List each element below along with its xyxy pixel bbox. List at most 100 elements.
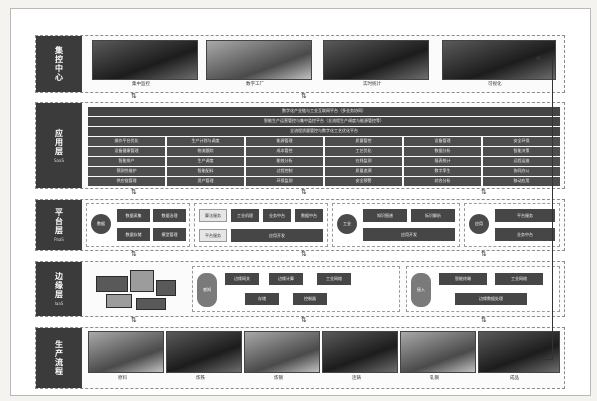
up-arrow-icon: ⇅ xyxy=(301,250,307,258)
app-cell: 智能配料 xyxy=(167,167,244,176)
edge-pill: 感知 xyxy=(197,273,217,307)
center-tile-image xyxy=(442,40,556,80)
platform-box: 数据存储 xyxy=(117,228,150,241)
center-tier: 集控中心 集中监控 数字工厂 实时统计 可视化 xyxy=(35,35,565,93)
app-cell: 安全预警 xyxy=(325,177,402,186)
production-image xyxy=(244,331,320,373)
platform-box: 数据中台 xyxy=(295,209,323,222)
app-cell: 报表统计 xyxy=(404,157,481,166)
edge-group: 感知 边缘网关 边缘计算 工业网络 存储 控制器 xyxy=(192,266,400,312)
platform-box: 模型管理 xyxy=(153,228,186,241)
platform-box: 算法服务 xyxy=(199,209,227,222)
production-image xyxy=(88,331,164,373)
feedback-line xyxy=(552,59,553,359)
platform-box: 平台服务 xyxy=(495,209,555,222)
production-tier-title: 生产流程 xyxy=(54,340,64,376)
production-tier-label: 生产流程 xyxy=(36,328,82,388)
server-rack-icon xyxy=(96,276,128,292)
platform-box: 业务中台 xyxy=(495,228,555,241)
app-cell: 物流跟踪 xyxy=(167,147,244,156)
production-caption: 炼铁 xyxy=(196,376,205,381)
center-tile-caption: 集中监控 xyxy=(132,82,150,87)
app-bar: 智能生产运营管控与集中监控平台（全流程生产调度与能源管控等） xyxy=(88,117,560,126)
production-caption: 连铸 xyxy=(352,376,361,381)
platform-box: 平台服务 xyxy=(199,229,227,242)
app-bar: 数字化产业链与工业互联网平台（多业务协同） xyxy=(88,107,560,116)
app-cell: 协同办公 xyxy=(483,167,560,176)
app-cell: 远程运维 xyxy=(483,157,560,166)
platform-tier-title: 平台层 xyxy=(54,208,64,235)
up-arrow-icon: ⇅ xyxy=(301,188,307,196)
app-cell: 能源管理 xyxy=(246,137,323,146)
router-icon xyxy=(136,298,166,310)
app-tier-subtitle: SaaS xyxy=(54,157,64,163)
app-cell: 预测性维护 xyxy=(88,167,165,176)
platform-group: 工业 知识图谱 标识解析 应用开发 xyxy=(332,203,460,247)
up-arrow-icon: ⇅ xyxy=(481,188,487,196)
edge-pill: 接入 xyxy=(411,273,431,307)
edge-box: 工业网络 xyxy=(495,273,543,285)
center-tier-label: 集控中心 xyxy=(36,36,82,92)
up-arrow-icon: ⇅ xyxy=(481,316,487,324)
gateway-icon xyxy=(156,280,176,296)
platform-tier: 平台层 PaaS 数据 数据采集 数据治理 数据存储 模型管理 算法服务 工业机… xyxy=(35,199,565,251)
feedback-line xyxy=(537,359,553,360)
platform-tier-subtitle: PaaS xyxy=(54,237,64,242)
app-cell: 综合分析 xyxy=(404,177,481,186)
center-tile-image xyxy=(206,40,312,80)
app-tier-label: 应用层 SaaS xyxy=(36,103,82,188)
up-arrow-icon: ⇅ xyxy=(301,316,307,324)
platform-group: 算法服务 工业机理 业务中台 数据中台 平台服务 应用开发 xyxy=(194,203,328,247)
platform-tier-label: 平台层 PaaS xyxy=(36,200,82,250)
platform-box: 应用开发 xyxy=(231,229,323,242)
app-tier: 应用层 SaaS 数字化产业链与工业互联网平台（多业务协同）智能生产运营管控与集… xyxy=(35,102,565,189)
app-cell: 质量管控 xyxy=(325,137,402,146)
app-cell: 环保监测 xyxy=(246,177,323,186)
center-tier-title: 集控中心 xyxy=(54,46,64,82)
center-tile-image xyxy=(92,40,198,80)
cabinet-icon xyxy=(130,270,154,292)
center-tile-caption: 数字工厂 xyxy=(246,82,264,87)
edge-box: 工业网络 xyxy=(317,273,351,285)
production-caption: 炼钢 xyxy=(274,376,283,381)
up-arrow-icon: ⇅ xyxy=(481,250,487,258)
production-caption: 成品 xyxy=(510,376,519,381)
center-tile-caption: 实时统计 xyxy=(363,82,381,87)
edge-box: 存储 xyxy=(245,293,279,305)
edge-tier-label: 边缘层 IaaS xyxy=(36,262,82,316)
app-cell: 设备管理 xyxy=(404,137,481,146)
feedback-line xyxy=(541,59,553,60)
platform-box: 知识图谱 xyxy=(363,209,407,222)
app-tier-title: 应用层 xyxy=(54,128,64,156)
app-cell: 智能排产 xyxy=(88,157,165,166)
production-caption: 原料 xyxy=(118,376,127,381)
up-arrow-icon: ⇅ xyxy=(131,250,137,258)
platform-box: 数据采集 xyxy=(117,209,150,222)
edge-box: 控制器 xyxy=(293,293,327,305)
production-image xyxy=(322,331,398,373)
app-cell: 生产调度 xyxy=(167,157,244,166)
up-arrow-icon: ⇅ xyxy=(131,188,137,196)
production-tier: 生产流程 原料 炼铁 炼钢 连铸 轧钢 成品 xyxy=(35,327,565,389)
app-cell: 生产计划与调度 xyxy=(167,137,244,146)
edge-box: 边缘网关 xyxy=(225,273,259,285)
app-cell: 数字孪生 xyxy=(404,167,481,176)
production-image xyxy=(166,331,242,373)
app-cell: 智能决策 xyxy=(483,147,560,156)
edge-tier-title: 边缘层 xyxy=(54,272,64,299)
app-cell: 能效分析 xyxy=(246,157,323,166)
app-bar: 全流程质量管控与数字化工艺优化平台 xyxy=(88,127,560,136)
arrow-left-icon: ◀ xyxy=(535,54,541,62)
app-cell: 操作平台优化 xyxy=(88,137,165,146)
platform-box: 应用开发 xyxy=(363,228,455,241)
app-cell: 资产管理 xyxy=(167,177,244,186)
switch-icon xyxy=(106,294,132,308)
edge-tier-subtitle: IaaS xyxy=(54,301,64,306)
edge-group: 接入 智能终端 工业网络 边缘数据处理 xyxy=(406,266,560,312)
edge-box: 边缘数据处理 xyxy=(455,293,527,305)
center-tile-caption: 可视化 xyxy=(488,82,502,87)
production-image xyxy=(478,331,560,373)
app-cell: 在线监测 xyxy=(325,157,402,166)
platform-box: 数据治理 xyxy=(153,209,186,222)
platform-box: 业务中台 xyxy=(263,209,291,222)
